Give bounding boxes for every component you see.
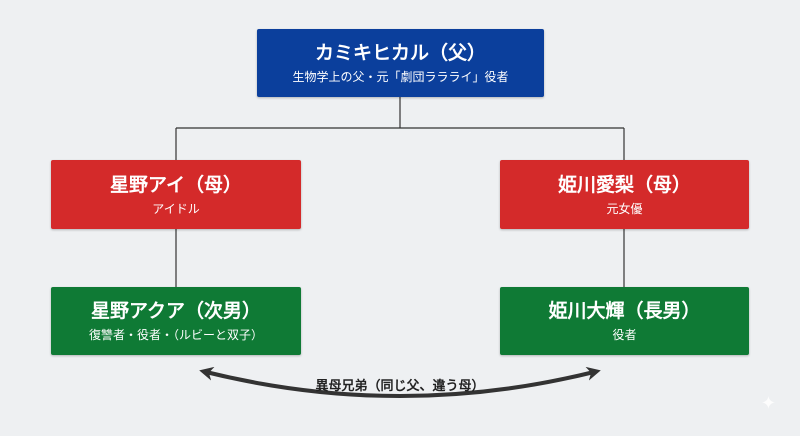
- father-name: カミキヒカル（父）: [314, 42, 486, 64]
- mother-airi-name: 姫川愛梨（母）: [557, 173, 691, 196]
- mother-airi-node: 姫川愛梨（母） 元女優: [500, 160, 749, 229]
- half-sibling-arrow: [199, 366, 601, 398]
- son-aqua-description: 復讐者・役者・（ルビーと双子）: [88, 328, 263, 342]
- son-taiki-description: 役者: [612, 328, 637, 342]
- son-taiki-name: 姫川大輝（長男）: [548, 300, 701, 322]
- half-sibling-label: 異母兄弟（同じ父、違う母）: [315, 379, 485, 394]
- mother-ai-node: 星野アイ（母） アイドル: [51, 160, 301, 229]
- mother-airi-description: 元女優: [606, 201, 643, 216]
- mother-ai-description: アイドル: [152, 201, 200, 216]
- father-description: 生物学上の父・元「劇団ララライ」役者: [292, 70, 509, 84]
- son-aqua-node: 星野アクア（次男） 復讐者・役者・（ルビーと双子）: [51, 287, 301, 355]
- son-taiki-node: 姫川大輝（長男） 役者: [500, 287, 749, 355]
- father-node: カミキヒカル（父） 生物学上の父・元「劇団ララライ」役者: [257, 29, 544, 97]
- son-aqua-name: 星野アクア（次男）: [90, 300, 262, 322]
- sparkle-icon: ✦: [760, 393, 776, 414]
- mother-ai-name: 星野アイ（母）: [109, 173, 243, 196]
